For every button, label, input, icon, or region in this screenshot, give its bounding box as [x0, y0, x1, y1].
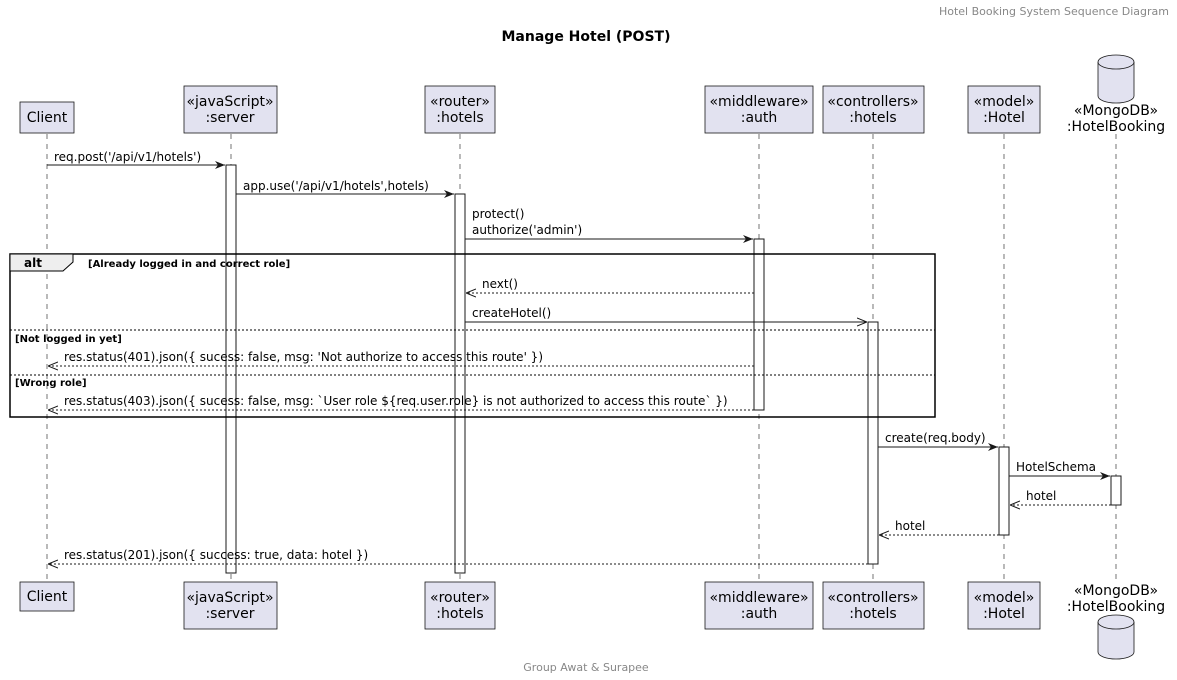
svg-text::hotels: :hotels [849, 606, 896, 622]
message-2: app.use('/api/v1/hotels',hotels) [236, 179, 454, 198]
svg-text:«router»: «router» [430, 94, 490, 110]
message-3: protect() authorize('admin') [465, 207, 753, 243]
participant-router-top: «router» :hotels [424, 85, 496, 134]
participant-auth-bottom: «middleware» :auth [704, 581, 814, 630]
alt-guard-3: [Wrong role] [15, 378, 87, 389]
alt-guard-2: [Not logged in yet] [15, 334, 122, 345]
message-1: req.post('/api/v1/hotels') [47, 150, 225, 169]
message-11: hotel [879, 519, 999, 535]
message-label: next() [482, 277, 518, 291]
participant-server-top: «javaScript» :server [183, 85, 278, 134]
activation-controller [867, 321, 879, 565]
participant-controller-bottom: «controllers» :hotels [822, 581, 925, 630]
participant-client-bottom: Client [19, 581, 75, 612]
participant-db-bottom: «MongoDB» :HotelBooking [1067, 583, 1165, 660]
message-label: HotelSchema [1016, 460, 1096, 474]
message-label: authorize('admin') [472, 223, 582, 237]
svg-text::server: :server [205, 110, 254, 126]
participant-model-top: «model» :Hotel [967, 85, 1041, 134]
participant-model-bottom: «model» :Hotel [967, 581, 1041, 630]
message-label: res.status(201).json({ success: true, da… [64, 548, 368, 562]
alt-fragment: alt [Already logged in and correct role]… [9, 253, 936, 418]
svg-text:«middleware»: «middleware» [709, 590, 808, 606]
svg-text:«javaScript»: «javaScript» [186, 590, 273, 606]
message-label: req.post('/api/v1/hotels') [54, 150, 201, 164]
activation-db [1110, 475, 1122, 506]
svg-text::HotelBooking: :HotelBooking [1067, 599, 1165, 615]
message-6: res.status(401).json({ sucess: false, ms… [48, 350, 754, 366]
svg-text::auth: :auth [741, 110, 778, 126]
svg-text:«controllers»: «controllers» [827, 590, 918, 606]
svg-text:«router»: «router» [430, 590, 490, 606]
message-8: create(req.body) [878, 431, 998, 451]
message-5: createHotel() [465, 306, 867, 322]
message-label: hotel [895, 519, 925, 533]
diagram-title: Manage Hotel (POST) [502, 29, 671, 45]
svg-text::server: :server [205, 606, 254, 622]
svg-text:Client: Client [27, 589, 68, 605]
message-10: hotel [1010, 489, 1111, 505]
diagram-header: Hotel Booking System Sequence Diagram [939, 5, 1169, 18]
participant-auth-top: «middleware» :auth [704, 85, 814, 134]
svg-text::hotels: :hotels [436, 606, 483, 622]
svg-text:«controllers»: «controllers» [827, 94, 918, 110]
message-label: res.status(401).json({ sucess: false, ms… [64, 350, 543, 364]
svg-text:«middleware»: «middleware» [709, 94, 808, 110]
participant-controller-top: «controllers» :hotels [822, 85, 925, 134]
svg-text::hotels: :hotels [436, 110, 483, 126]
message-label: app.use('/api/v1/hotels',hotels) [243, 179, 429, 193]
message-label: res.status(403).json({ sucess: false, ms… [64, 394, 728, 408]
diagram-footer: Group Awat & Surapee [523, 661, 649, 674]
message-12: res.status(201).json({ success: true, da… [48, 548, 868, 564]
svg-text:«model»: «model» [974, 590, 1035, 606]
svg-text::Hotel: :Hotel [983, 110, 1025, 126]
message-label: hotel [1026, 489, 1056, 503]
message-9: HotelSchema [1009, 460, 1110, 480]
svg-text:«javaScript»: «javaScript» [186, 94, 273, 110]
svg-text::Hotel: :Hotel [983, 606, 1025, 622]
activation-auth [753, 238, 765, 411]
participant-db-top: «MongoDB» :HotelBooking [1067, 54, 1165, 135]
message-label: protect() [472, 207, 524, 221]
participant-client-top: Client [19, 101, 75, 134]
activation-router [454, 193, 466, 574]
svg-text:Client: Client [27, 110, 68, 126]
message-4: next() [466, 277, 754, 293]
participant-server-bottom: «javaScript» :server [183, 581, 278, 630]
alt-label: alt [24, 256, 42, 270]
svg-text::hotels: :hotels [849, 110, 896, 126]
svg-text:«MongoDB»: «MongoDB» [1074, 103, 1158, 119]
svg-text:«MongoDB»: «MongoDB» [1074, 583, 1158, 599]
database-icon [1097, 62, 1135, 104]
participant-router-bottom: «router» :hotels [424, 581, 496, 630]
svg-text::HotelBooking: :HotelBooking [1067, 119, 1165, 135]
activation-server [225, 164, 237, 574]
activation-model [998, 446, 1010, 536]
message-label: create(req.body) [885, 431, 986, 445]
svg-text:«model»: «model» [974, 94, 1035, 110]
message-label: createHotel() [472, 306, 551, 320]
alt-guard-1: [Already logged in and correct role] [88, 259, 290, 270]
database-icon [1097, 622, 1135, 660]
svg-text::auth: :auth [741, 606, 778, 622]
message-7: res.status(403).json({ sucess: false, ms… [48, 394, 754, 410]
